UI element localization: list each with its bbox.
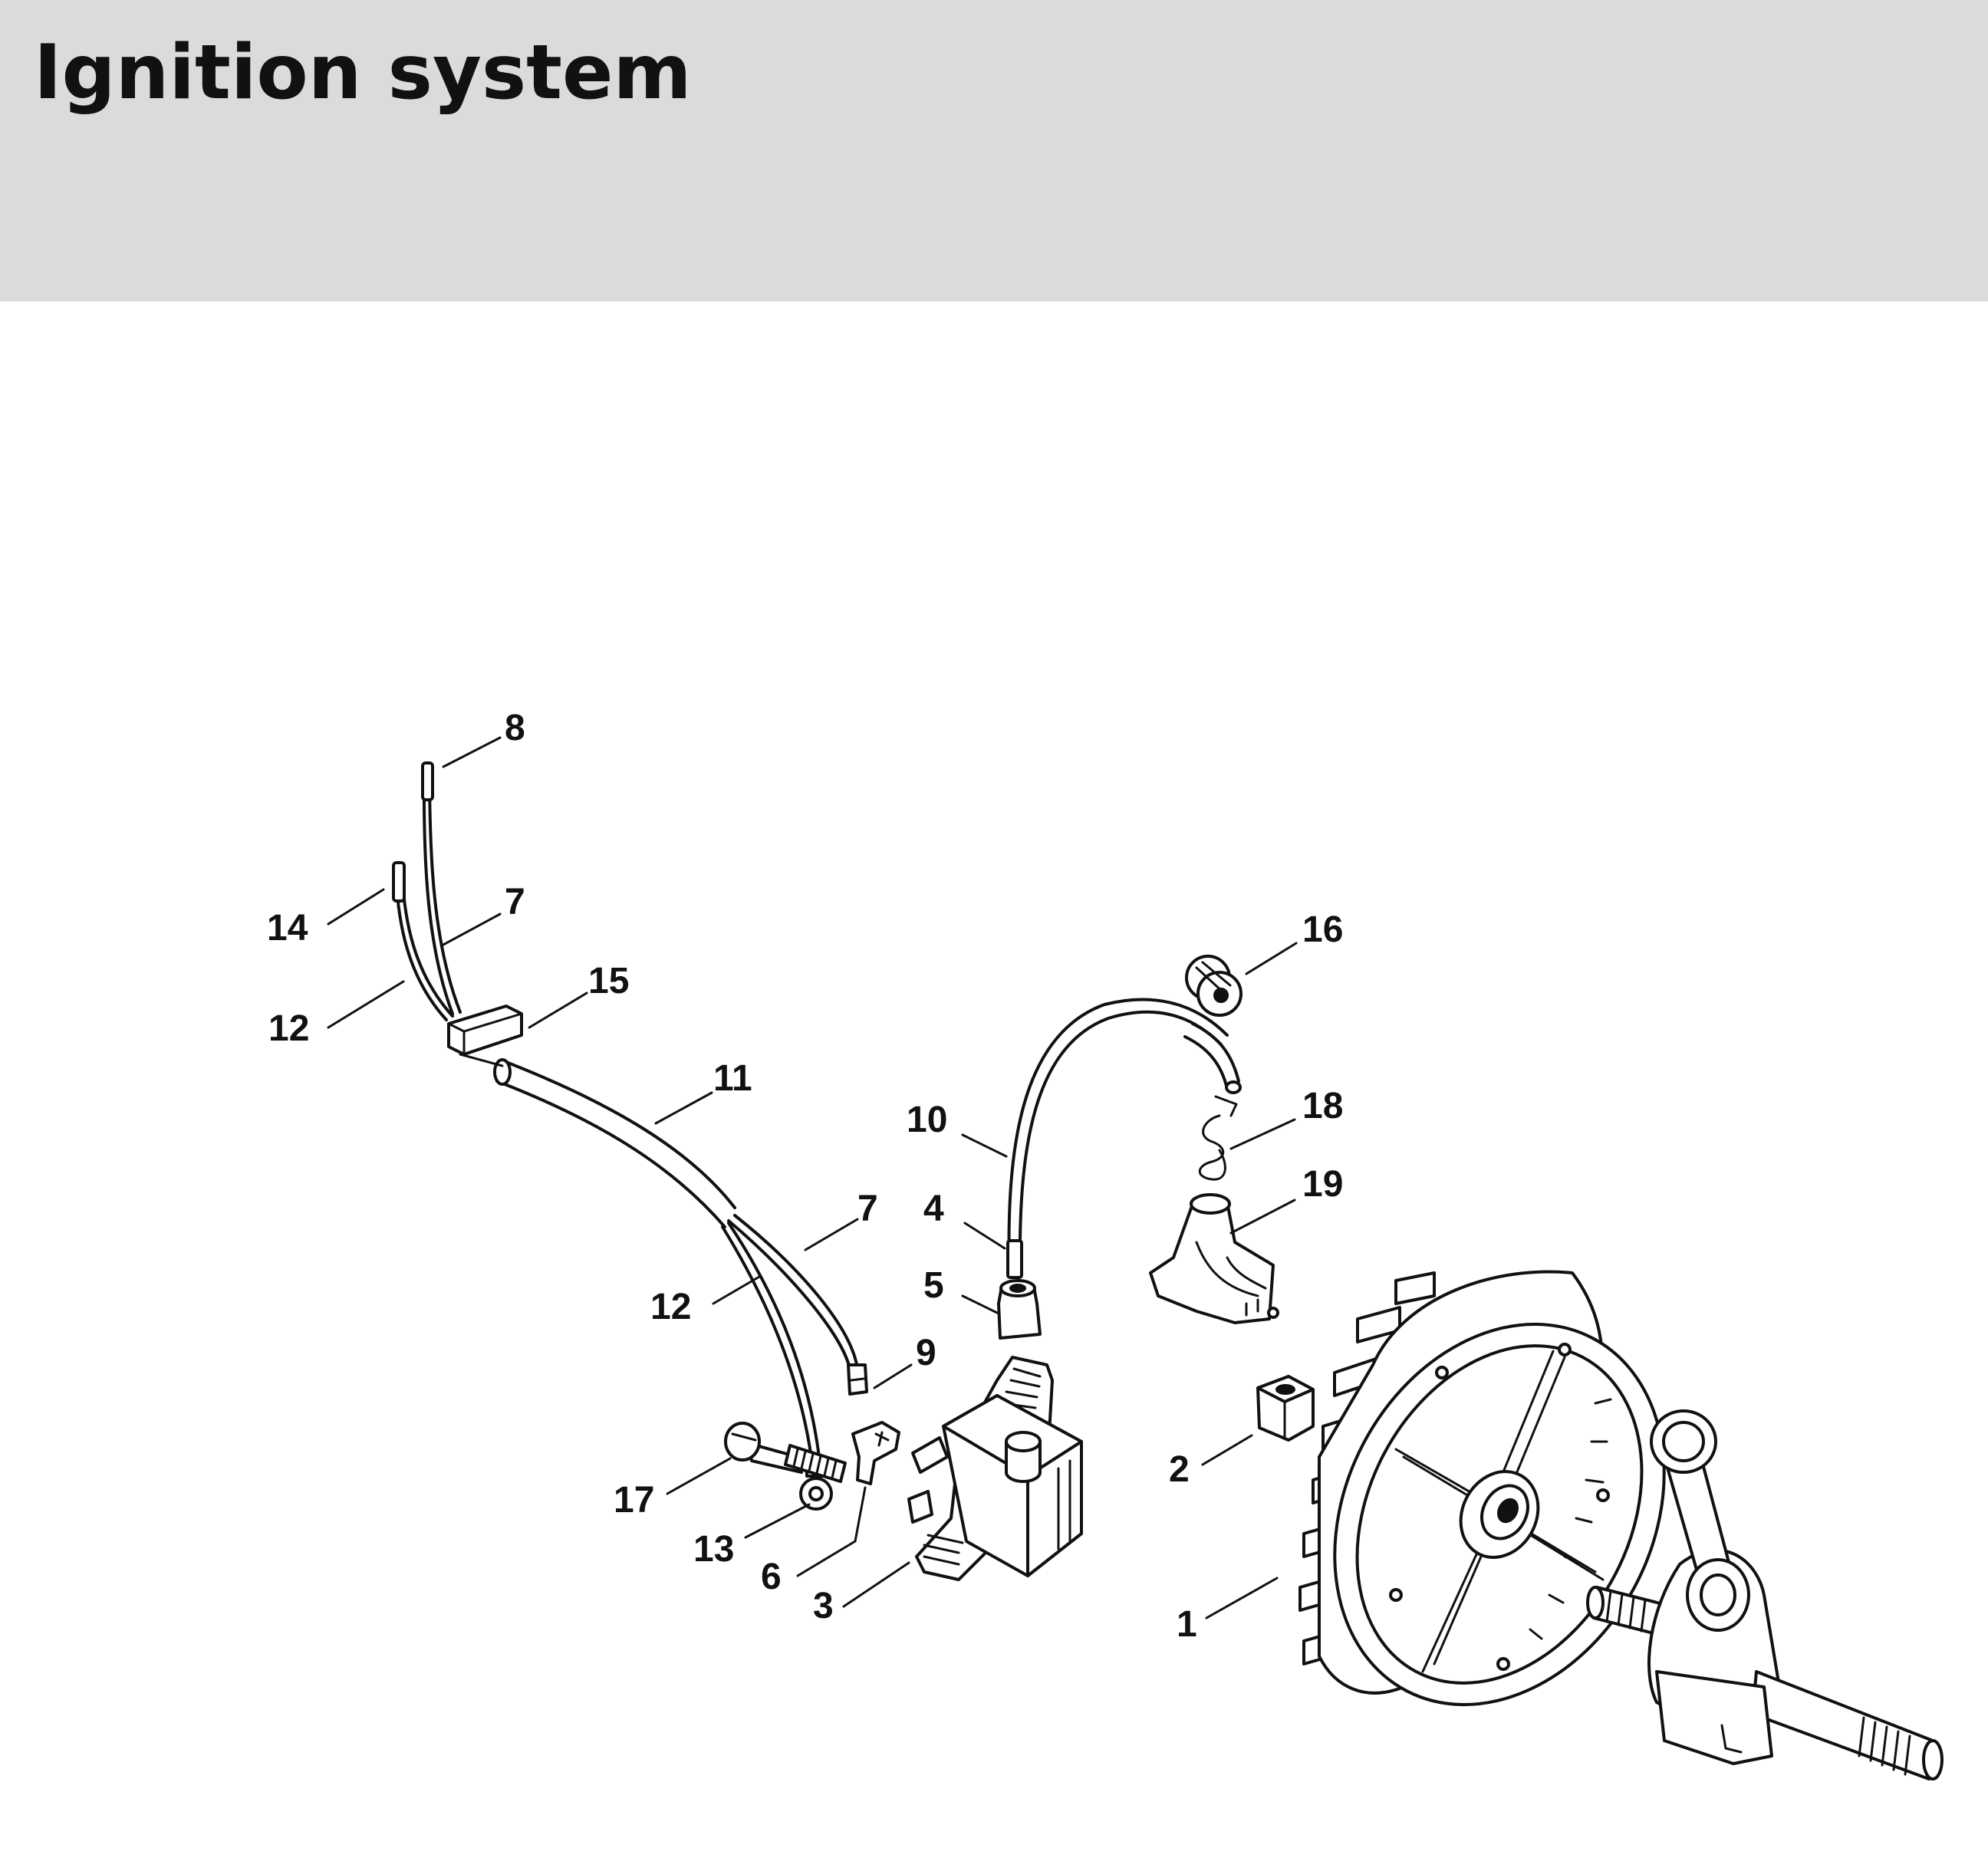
ignition-module-3 [907, 1356, 1083, 1581]
ignition-lead-10 [997, 998, 1242, 1340]
flywheel-1 [1298, 1270, 1666, 1707]
callout-2: 2 [1169, 1449, 1190, 1490]
wire-harness [392, 761, 868, 1511]
callout-5: 5 [923, 1265, 944, 1306]
callout-4: 4 [923, 1189, 944, 1229]
wire-8-end [421, 761, 434, 801]
callout-12: 12 [650, 1287, 691, 1327]
crankshaft [1586, 1409, 1944, 1781]
callout-19: 19 [1302, 1164, 1343, 1205]
screw-17 [724, 1422, 847, 1483]
page-title: Ignition system [34, 29, 692, 117]
callout-10: 10 [907, 1100, 947, 1140]
callout-13: 13 [693, 1529, 734, 1570]
callout-17: 17 [614, 1480, 654, 1521]
header-band: Ignition system [0, 0, 1988, 301]
callout-16: 16 [1302, 909, 1343, 950]
callout-3: 3 [813, 1586, 834, 1626]
callout-labels: 8 14 7 12 15 11 7 12 9 17 13 6 3 10 4 5 … [267, 708, 1343, 1645]
bracket-6 [851, 1421, 900, 1485]
callout-7: 7 [857, 1189, 878, 1229]
spark-plug-boot-19 [1149, 1193, 1279, 1324]
callout-18: 18 [1302, 1086, 1343, 1126]
callout-8: 8 [505, 708, 525, 748]
callout-11: 11 [713, 1058, 752, 1099]
callout-9: 9 [916, 1333, 936, 1373]
nut-2 [1256, 1375, 1315, 1442]
callout-15: 15 [588, 961, 629, 1001]
leader-lines [327, 736, 1298, 1619]
grommet-16 [1185, 955, 1242, 1017]
callout-6: 6 [761, 1557, 782, 1597]
callout-12: 12 [268, 1008, 309, 1049]
spring-18 [1198, 1095, 1238, 1181]
callout-7: 7 [505, 882, 525, 922]
wire-14-end [392, 861, 406, 903]
callout-14: 14 [267, 908, 308, 949]
callout-1: 1 [1177, 1604, 1197, 1645]
